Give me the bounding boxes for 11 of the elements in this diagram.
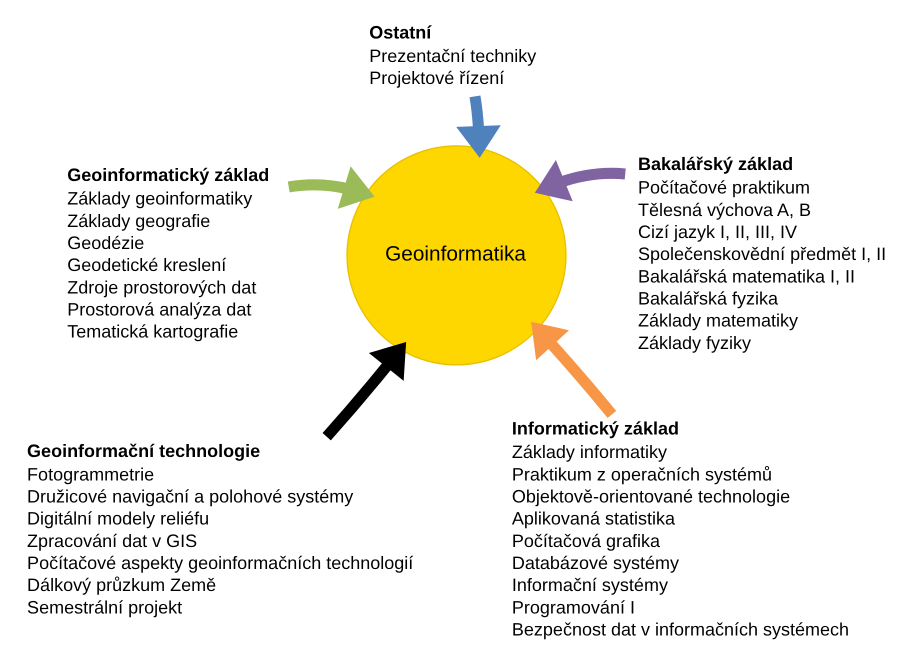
node-text: Geoinformatický základ Základy geoinformatiky Základy geografie Geodézie Geodetické kreslení Zdroje prostorových dat Prostorová analýza dat Tematická kartografie [67, 164, 270, 342]
arrow [456, 94, 501, 158]
arrow [288, 166, 375, 208]
node-text: Ostatní Prezentační techniky Projektové řízení [369, 22, 536, 88]
arrow [322, 342, 406, 440]
node-circle: Geoinformatika [346, 144, 567, 366]
node-text: Geoinformační technologie Fotogrammetrie Družicové navigační a polohové systémy Digitální modely reliéfu Zpracování dat v GIS Počítačové aspekty geoinformačních technologií Dálkový průzkum Země Semestrální projekt [27, 440, 414, 617]
arrow [531, 321, 616, 418]
node-text: Bakalářský základ Počítačové praktikum Tělesná výchova A, B Cizí jazyk I, II, III, IV Společenskovědní předmět I, II Bakalářská matematika I, II Bakalářská fyzika Základy matematiky Základy fyziky [638, 154, 886, 352]
arrow [534, 160, 626, 201]
node-text: Informatický základ Základy informatiky Praktikum z operačních systémů Objektově-orientované technologie Aplikovaná statistika Počítačová grafika Databázové systémy Informační systémy Programování I Bezpečnost dat v informačních systémech [512, 418, 850, 640]
